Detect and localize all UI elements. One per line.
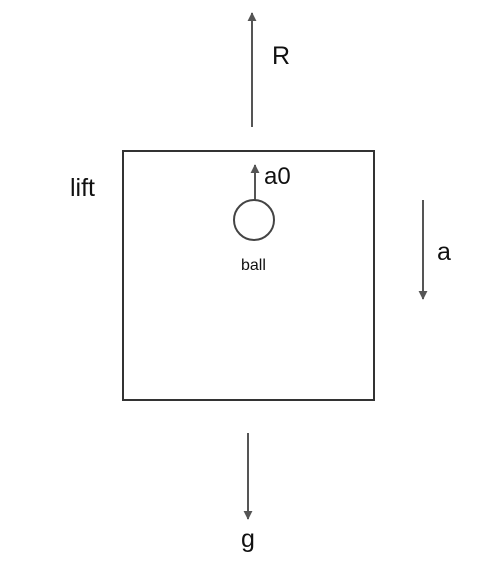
lift-label: lift — [70, 174, 95, 202]
gravity-label: g — [241, 525, 255, 553]
lift-box — [122, 150, 375, 401]
ball-acceleration-label: a0 — [264, 163, 291, 190]
ball-circle — [233, 199, 275, 241]
force-r-label: R — [272, 42, 290, 70]
lift-acceleration-label: a — [437, 238, 451, 266]
ball-label: ball — [241, 257, 266, 274]
